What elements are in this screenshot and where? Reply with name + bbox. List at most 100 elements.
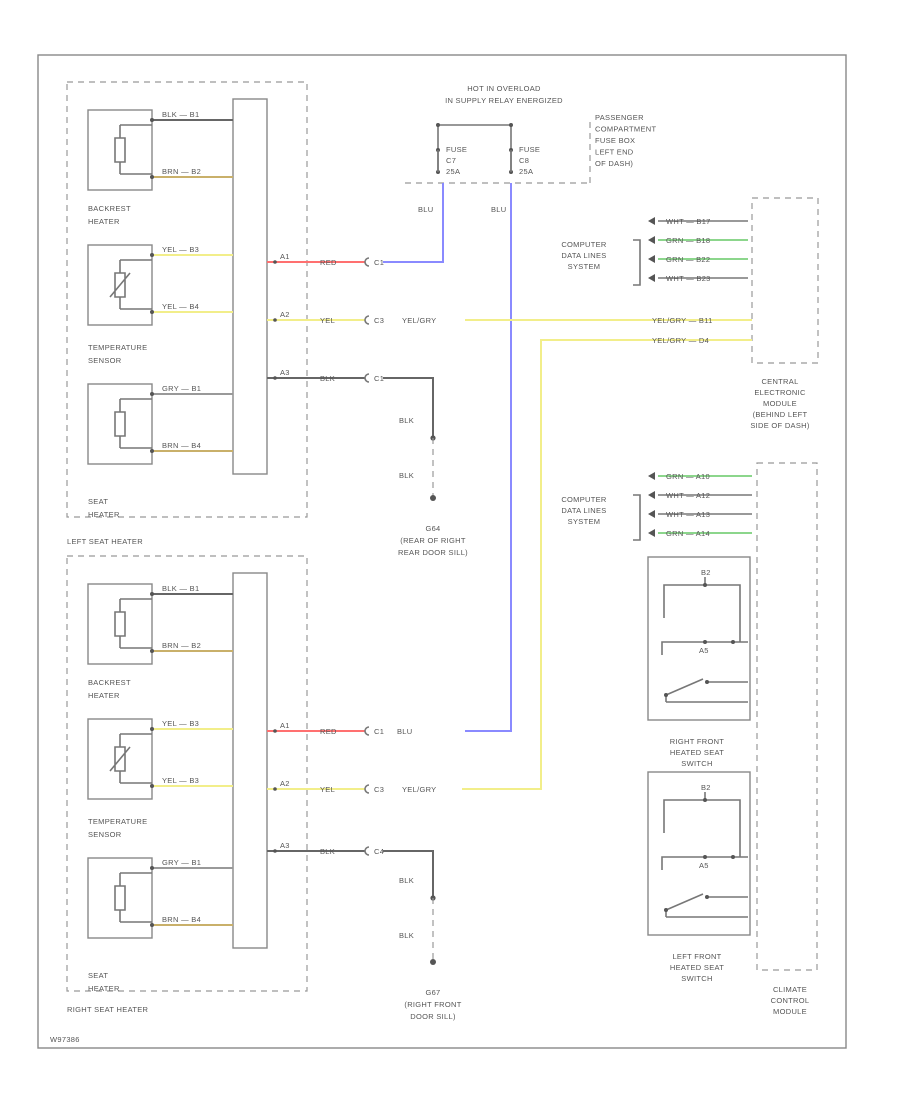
cem-input-pin-1: YEL/GRY — D4 [652,336,709,345]
left-heater-component-1-name-line-0: TEMPERATURE [88,343,147,352]
left-heater-component-0 [87,109,153,191]
left-heater-inline-connector-2 [364,373,370,383]
right-heater-component-1 [87,718,153,800]
right-heater-component-2-name-line-1: HEATER [88,984,120,993]
right-ground-wire [383,850,434,898]
ccm-data-arrow-2 [648,510,655,518]
left-heater-connector-pin-2: A3 [280,368,290,377]
left-heater-component-0-pin-label-0: BLK — B1 [162,110,199,119]
ccm-data-label-line-0: COMPUTER [561,495,607,504]
diagram-frame [37,54,847,1049]
diagram-code: W97386 [50,1035,80,1044]
left-heater-harness-wire-color-1: YEL [320,316,335,325]
left-heater-component-1-pin-dot-0 [150,253,154,257]
left-heater-inline-connector-1 [364,315,370,325]
ccm-switch-1-name-line-2: SWITCH [681,974,712,983]
right-heater-component-2-pin-dot-0 [150,866,154,870]
right-heater-inline-connector-2 [364,846,370,856]
ccm-label-line-1: CONTROL [771,996,810,1005]
cem-outline [751,197,819,364]
left-heater-connector-pin-dot-0 [273,260,277,264]
cem-data-pin-0: WHT — B17 [666,217,711,226]
ccm-data-arrow-3 [648,529,655,537]
right-heater-component-1-name-line-1: SENSOR [88,830,122,839]
right-heater-connector-pin-dot-1 [273,787,277,791]
left-heater-harness-wire-color-0: RED [320,258,337,267]
left-heater-component-0-pin-label-1: BRN — B2 [162,167,201,176]
left-heater-component-0-internal [120,124,152,175]
left-heater-component-1-pin-dot-1 [150,310,154,314]
right-heater-connector-pin-dot-2 [273,849,277,853]
ccm-switch-1-led-circuit [661,792,748,870]
fuse-header-line-0: HOT IN OVERLOAD [467,84,541,93]
right-heater-component-2-pin-dot-1 [150,923,154,927]
left-heater-component-2 [87,383,153,465]
ccm-data-arrow-1 [648,491,655,499]
ccm-switch-1-box [647,771,751,936]
right-power-wire [465,183,512,732]
right-heater-component-0-resistor [114,611,126,637]
right-heater-component-0-name-line-1: HEATER [88,691,120,700]
right-heater-connector [232,572,268,949]
left-heater-component-0-resistor [114,137,126,163]
fuse-feed-node-2 [509,123,513,127]
right-ground-wire-label-0: BLK [399,876,414,885]
left-heater-connector [232,98,268,475]
right-heater-component-1-internal [120,733,152,784]
left-heater-module-outline [66,81,308,518]
cem-data-arrow-3 [648,274,655,282]
right-heater-title: RIGHT SEAT HEATER [67,1005,149,1014]
ccm-switch-0-name-line-2: SWITCH [681,759,712,768]
left-heater-inline-connector-0 [364,257,370,267]
ccm-switch-1-name-line-1: HEATED SEAT [670,963,724,972]
right-heater-harness-wire-color-2: BLK [320,847,335,856]
ccm-switch-1-contact [665,893,748,918]
cem-data-label-line-2: SYSTEM [568,262,601,271]
fuse-0-wire-label: BLU [418,205,434,214]
cem-data-pin-2: GRN — B22 [666,255,710,264]
fuse-0-label-line-0: FUSE [446,145,467,154]
ccm-data-pin-1: WHT — A12 [666,491,710,500]
left-heater-component-0-name-line-1: HEATER [88,217,120,226]
ccm-switch-0-pin-0: B2 [701,568,711,577]
right-heater-inline-connector-0 [364,726,370,736]
right-heater-component-2-resistor [114,885,126,911]
left-ground-wire-label-0: BLK [399,416,414,425]
right-ground-label-line-0: G67 [425,988,440,997]
left-heater-component-2-name-line-1: HEATER [88,510,120,519]
ccm-label-line-2: MODULE [773,1007,807,1016]
cem-data-pin-1: GRN — B18 [666,236,710,245]
ccm-switch-1-contact-point [705,895,709,899]
right-heater-inline-connector-pin-0: C1 [374,727,384,736]
ccm-switch-0-contact-point [705,680,709,684]
ccm-switch-0-contact-pivot [664,693,668,697]
ccm-data-brace [633,494,641,541]
right-heater-continuation-label-1: YEL/GRY [402,785,436,794]
ccm-switch-1-node-c [731,855,735,859]
left-heater-component-1-pin-label-0: YEL — B3 [162,245,199,254]
right-heater-component-2-internal [120,872,152,923]
left-heater-component-2-pin-dot-1 [150,449,154,453]
left-heater-component-2-pin-dot-0 [150,392,154,396]
ccm-label-line-0: CLIMATE [773,985,807,994]
left-heater-component-1-internal [120,259,152,310]
left-ground-wire [383,377,434,438]
left-heater-harness-wire-color-2: BLK [320,374,335,383]
right-heater-inline-connector-1 [364,784,370,794]
ccm-outline [756,462,818,971]
left-heater-connector-pin-1: A2 [280,310,290,319]
right-heater-component-1-pin-label-0: YEL — B3 [162,719,199,728]
right-heater-component-0-pin-dot-0 [150,592,154,596]
left-heater-component-0-name-line-0: BACKREST [88,204,131,213]
ccm-switch-0-name-line-1: HEATED SEAT [670,748,724,757]
right-signal-wire [462,339,648,790]
left-heater-component-0-pin-dot-1 [150,175,154,179]
right-heater-component-0-name-line-0: BACKREST [88,678,131,687]
ccm-switch-0-node-b [703,640,707,644]
ccm-switch-1-node-b [703,855,707,859]
left-ground-wire-label-1: BLK [399,471,414,480]
cem-label-line-3: (BEHIND LEFT [753,410,808,419]
left-ground-label-line-1: (REAR OF RIGHT [400,536,466,545]
right-heater-harness-wire-color-0: RED [320,727,337,736]
